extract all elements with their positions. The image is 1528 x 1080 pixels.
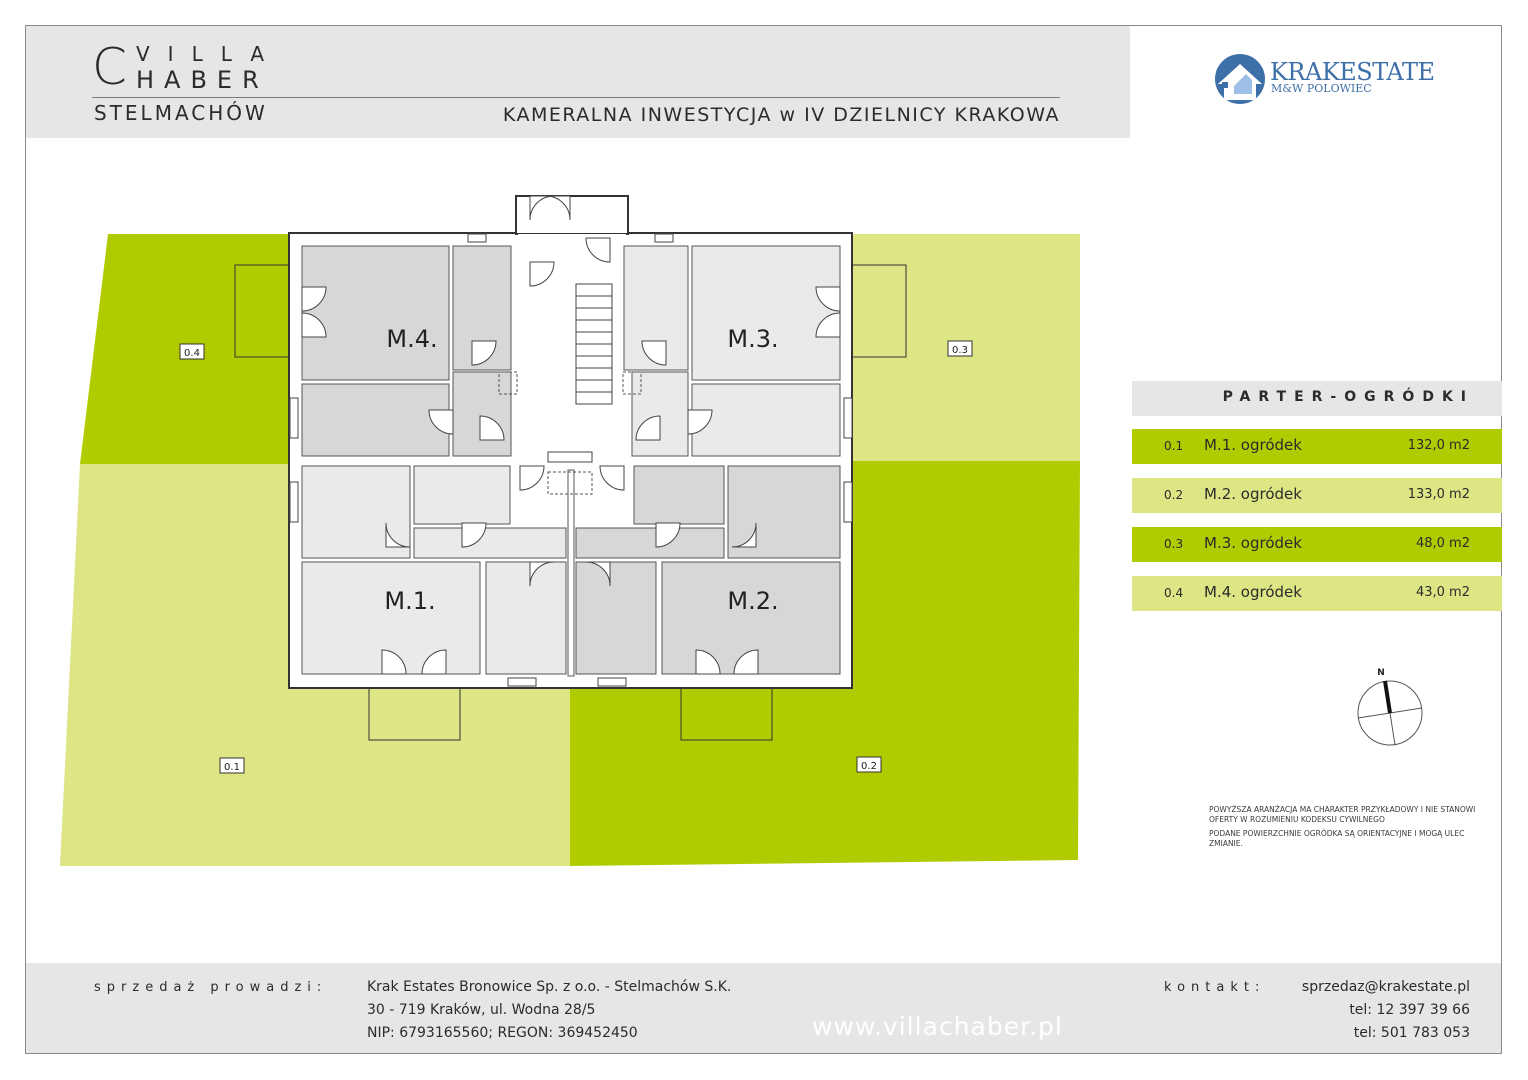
sales-address: Krak Estates Bronowice Sp. z o.o. - Stel… bbox=[367, 976, 731, 1045]
apartment-label-m2: M.2. bbox=[727, 587, 778, 615]
svg-text:0.2: 0.2 bbox=[861, 761, 877, 772]
garden-0-1 bbox=[60, 464, 570, 866]
logo-haber-text: HABER bbox=[136, 66, 269, 94]
legend-title-bar: PARTER-OGRÓDKI bbox=[1132, 381, 1502, 416]
m2-room-bath bbox=[633, 465, 725, 525]
legend-row-id: 0.4 bbox=[1164, 586, 1184, 600]
dividing-wall bbox=[567, 469, 575, 677]
header-tagline: KAMERALNA INWESTYCJA w IV DZIELNICY KRAK… bbox=[502, 104, 1060, 126]
garden-tag-0-4: 0.4 bbox=[179, 343, 205, 360]
apartment-label-m4: M.4. bbox=[386, 325, 437, 353]
m1-room-side bbox=[485, 561, 567, 675]
legend-row-name: M.3. ogródek bbox=[1204, 534, 1302, 552]
garden-tag-0-3: 0.3 bbox=[947, 340, 973, 357]
legend-row-id: 0.3 bbox=[1164, 537, 1184, 551]
staircase bbox=[575, 283, 613, 405]
legend-row: 0.1 M.1. ogródek 132,0 m2 bbox=[1132, 429, 1502, 464]
m2-room-side bbox=[575, 561, 657, 675]
website-link[interactable]: www.villachaber.pl bbox=[812, 1012, 1063, 1041]
legend-row-id: 0.2 bbox=[1164, 488, 1184, 502]
svg-text:N: N bbox=[1377, 668, 1385, 678]
legend-row: 0.2 M.2. ogródek 133,0 m2 bbox=[1132, 478, 1502, 513]
windows bbox=[289, 233, 853, 687]
legend-row-area: 133,0 m2 bbox=[1407, 487, 1470, 502]
header-band bbox=[26, 26, 1130, 138]
address-line-3: NIP: 6793165560; REGON: 369452450 bbox=[367, 1025, 638, 1041]
address-line-2: 30 - 719 Kraków, ul. Wodna 28/5 bbox=[367, 1002, 596, 1018]
legend-row-name: M.1. ogródek bbox=[1204, 436, 1302, 454]
logo-villa-text: VILLA bbox=[136, 42, 283, 66]
disclaimer-line-1: Powyższa aranżacja ma charakter przykład… bbox=[1209, 805, 1476, 824]
logo-location-text: STELMACHÓW bbox=[94, 101, 268, 125]
legend-row-id: 0.1 bbox=[1164, 439, 1184, 453]
m2-room-main bbox=[661, 561, 841, 675]
m2-room-hall bbox=[575, 527, 725, 559]
garden-tag-0-1: 0.1 bbox=[219, 757, 245, 774]
svg-text:0.1: 0.1 bbox=[224, 762, 240, 773]
header-rule bbox=[92, 97, 1060, 98]
sales-label: sprzedaż prowadzi: bbox=[94, 980, 328, 995]
contact-label: kontakt: bbox=[1164, 980, 1266, 995]
m4-room-hall bbox=[452, 371, 512, 457]
footer-band bbox=[26, 963, 1501, 1053]
m3-room-lower bbox=[691, 383, 841, 457]
legend-row-area: 43,0 m2 bbox=[1415, 585, 1470, 600]
disclaimer-notes: Powyższa aranżacja ma charakter przykład… bbox=[1209, 805, 1479, 853]
phone-2[interactable]: tel: 501 783 053 bbox=[1353, 1025, 1470, 1041]
garden-tag-0-2: 0.2 bbox=[856, 756, 882, 773]
svg-text:0.3: 0.3 bbox=[952, 345, 968, 356]
house-logo-icon bbox=[1215, 54, 1265, 104]
legend-row-area: 132,0 m2 bbox=[1407, 438, 1470, 453]
m3-room-hall bbox=[631, 371, 689, 457]
legend-row: 0.3 M.3. ogródek 48,0 m2 bbox=[1132, 527, 1502, 562]
krakestate-logo bbox=[1215, 54, 1265, 104]
m4-room-main bbox=[301, 245, 450, 381]
phone-1[interactable]: tel: 12 397 39 66 bbox=[1349, 1002, 1470, 1018]
krakestate-name: KRAKESTATE bbox=[1270, 58, 1435, 86]
apartment-label-m3: M.3. bbox=[727, 325, 778, 353]
address-line-1: Krak Estates Bronowice Sp. z o.o. - Stel… bbox=[367, 979, 732, 995]
legend-title: PARTER-OGRÓDKI bbox=[1222, 389, 1474, 405]
door-swings bbox=[301, 195, 841, 675]
legend-row-area: 48,0 m2 bbox=[1415, 536, 1470, 551]
apartment-label-m1: M.1. bbox=[384, 587, 435, 615]
email-link[interactable]: sprzedaz@krakestate.pl bbox=[1301, 979, 1470, 995]
disclaimer-line-2: Podane powierzchnie ogródka są orientacy… bbox=[1209, 829, 1465, 848]
ventilation-shafts bbox=[498, 371, 642, 495]
m1-room-hall bbox=[413, 527, 567, 559]
m3-room-main bbox=[691, 245, 841, 381]
legend-row-name: M.2. ogródek bbox=[1204, 485, 1302, 503]
contact-details: sprzedaz@krakestate.pl tel: 12 397 39 66… bbox=[1302, 976, 1470, 1045]
m4-room-lower bbox=[301, 383, 450, 457]
garden-0-2 bbox=[570, 461, 1080, 866]
legend-row-name: M.4. ogródek bbox=[1204, 583, 1302, 601]
legend-row: 0.4 M.4. ogródek 43,0 m2 bbox=[1132, 576, 1502, 611]
m1-room-bath bbox=[413, 465, 511, 525]
svg-text:0.4: 0.4 bbox=[184, 348, 200, 359]
logo-letter-c: C bbox=[92, 38, 129, 96]
krakestate-subname: M&W POLOWIEC bbox=[1271, 82, 1372, 95]
north-arrow-icon: N bbox=[1357, 668, 1423, 746]
